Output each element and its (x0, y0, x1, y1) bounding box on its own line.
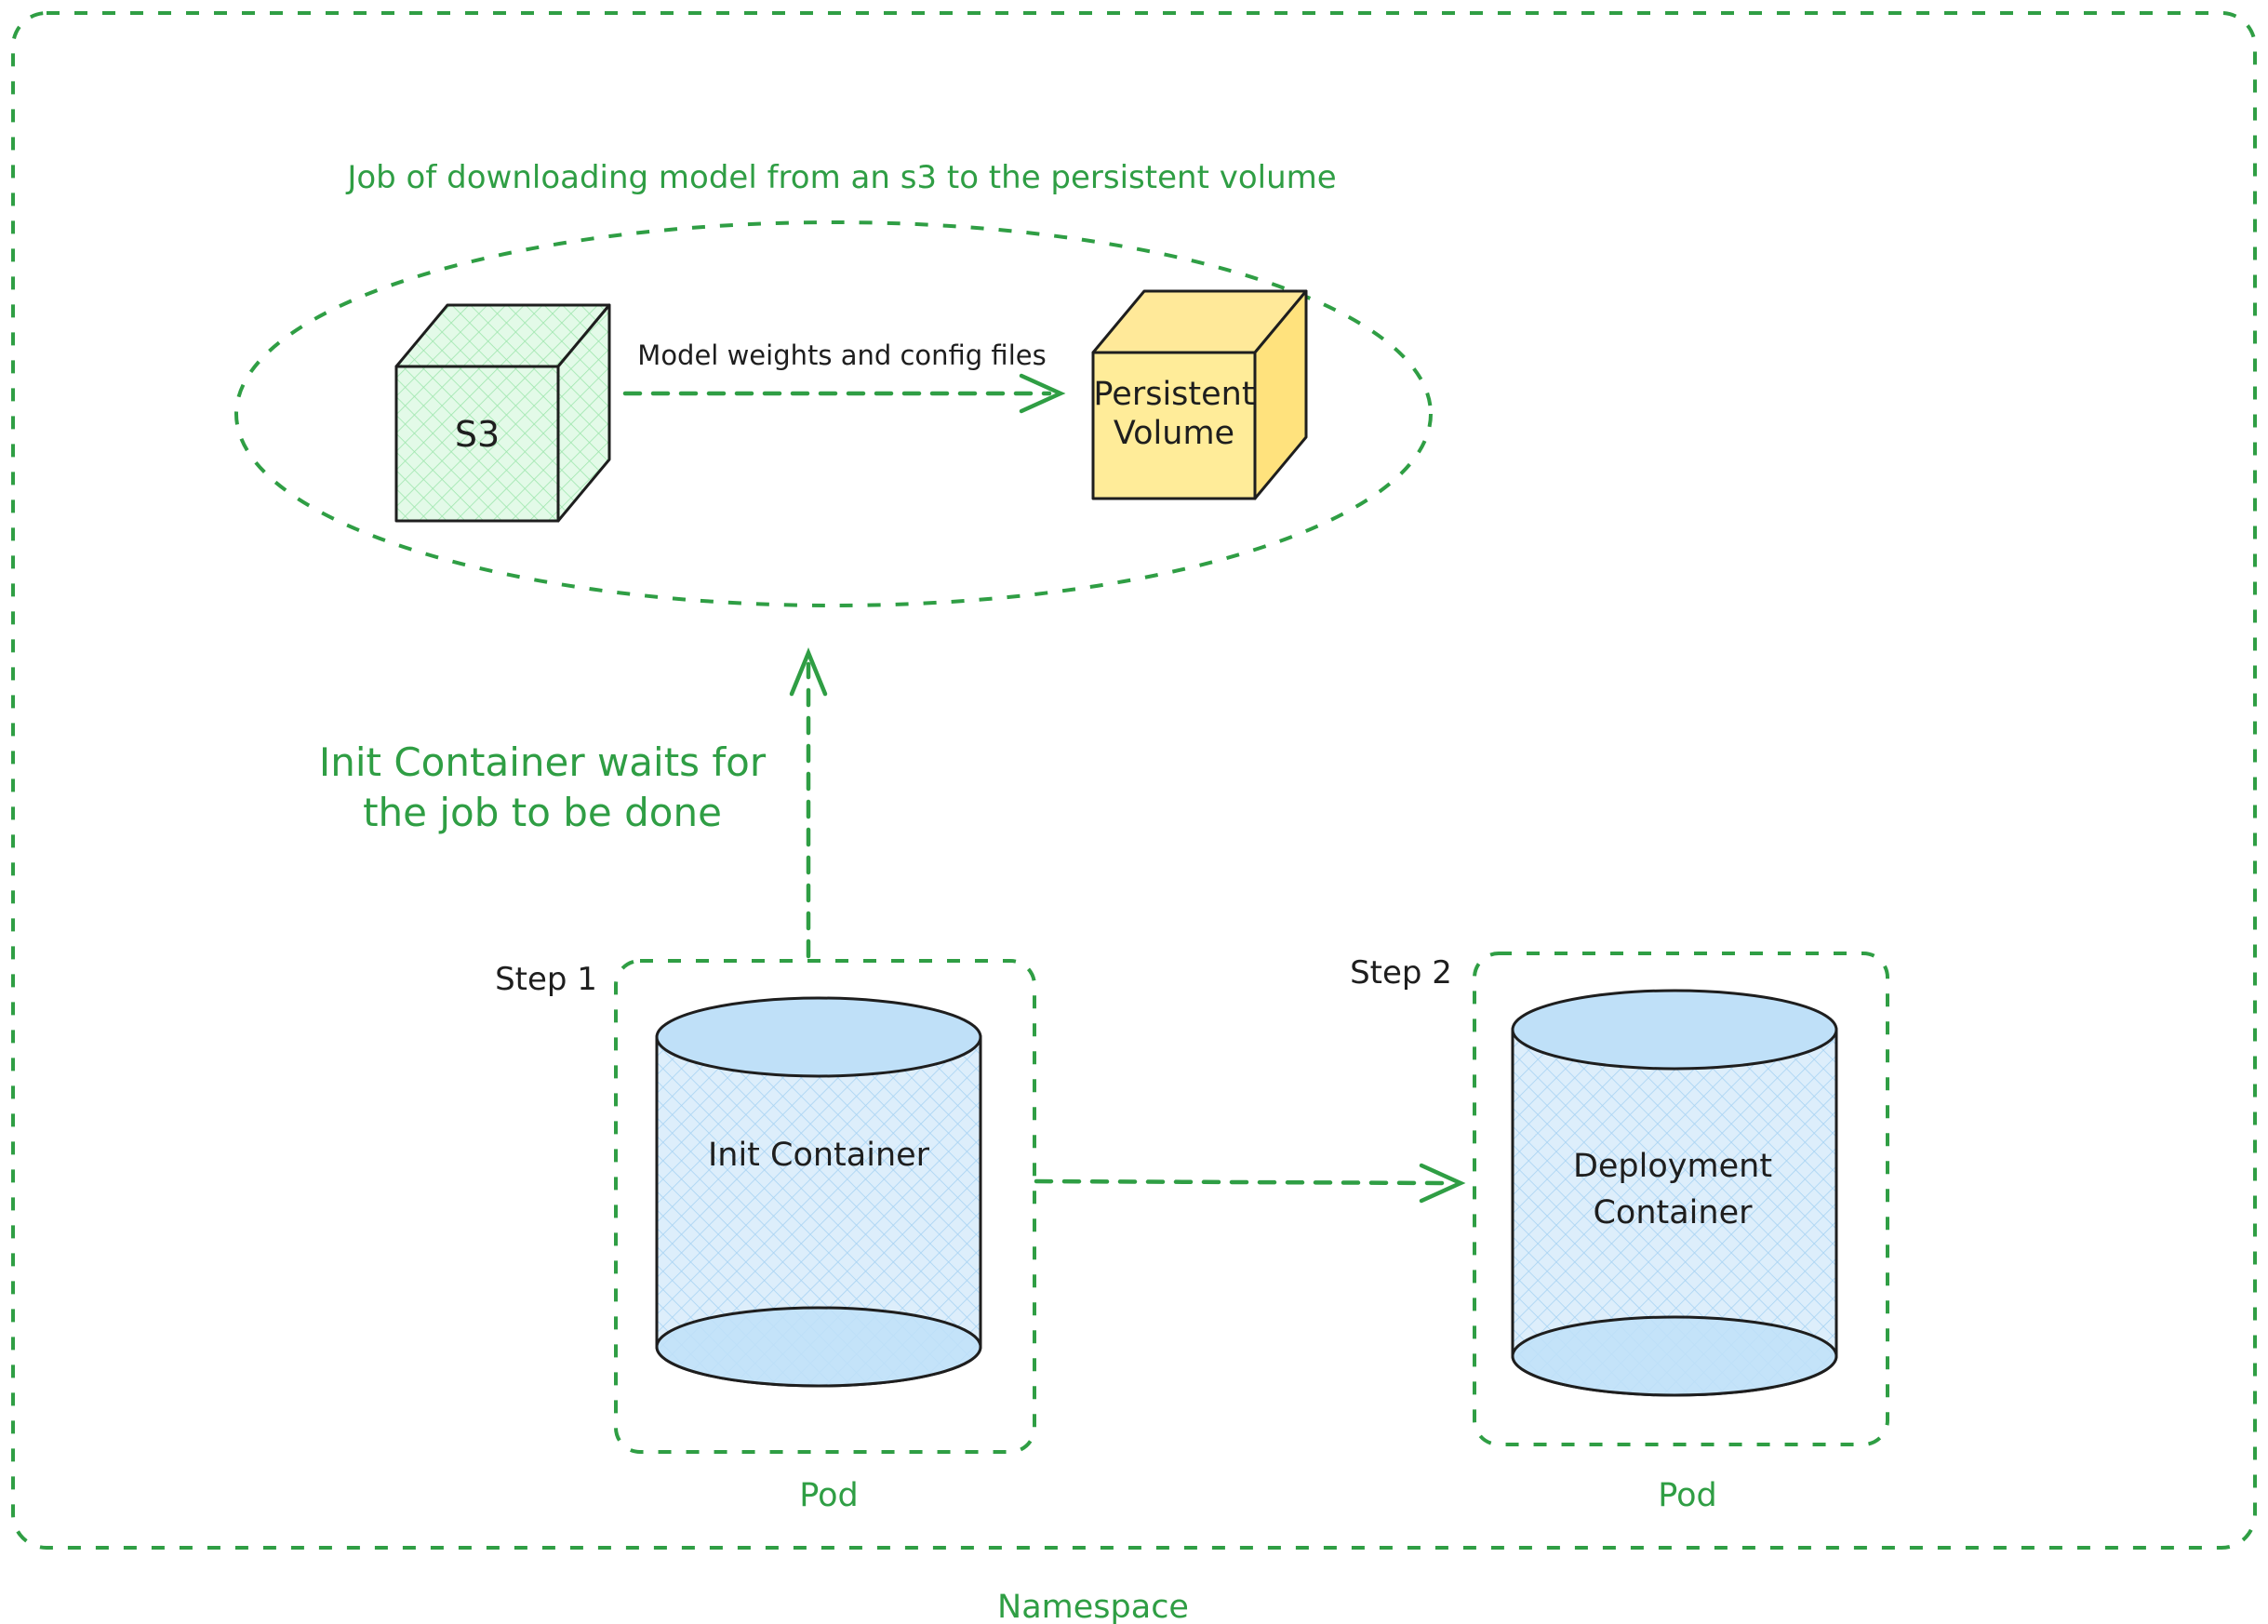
namespace-label: Namespace (997, 1589, 1189, 1624)
pod-2-border (1473, 952, 1889, 1446)
transfer-arrow-label: Model weights and config files (637, 339, 1047, 371)
step-1-label: Step 1 (495, 961, 597, 998)
s3-label: S3 (454, 414, 500, 455)
persistent-volume-cube (1091, 289, 1308, 500)
init-container-cylinder (655, 996, 982, 1388)
persistent-volume-label-line2: Volume (1113, 415, 1235, 452)
pod-1-label: Pod (799, 1477, 859, 1514)
wait-note-line2: the job to be done (363, 790, 722, 835)
pod-2-label: Pod (1658, 1477, 1717, 1514)
namespace-border (11, 11, 2257, 1550)
wait-note-line1: Init Container waits for (318, 739, 767, 785)
wait-arrow (789, 647, 828, 959)
deployment-container-label-line2: Container (1593, 1194, 1753, 1231)
s3-cube (394, 303, 611, 523)
job-ellipse-border (234, 220, 1433, 607)
job-title: Job of downloading model from an s3 to t… (347, 159, 1337, 196)
init-container-label: Init Container (707, 1137, 930, 1174)
persistent-volume-label-line1: Persistent (1093, 376, 1255, 413)
deployment-container-cylinder (1511, 989, 1838, 1397)
step-2-label: Step 2 (1350, 954, 1452, 992)
pod-1-border (614, 959, 1036, 1454)
deployment-container-label-line1: Deployment (1572, 1148, 1773, 1185)
step-arrow (1034, 1163, 1466, 1204)
transfer-arrow (622, 373, 1066, 414)
